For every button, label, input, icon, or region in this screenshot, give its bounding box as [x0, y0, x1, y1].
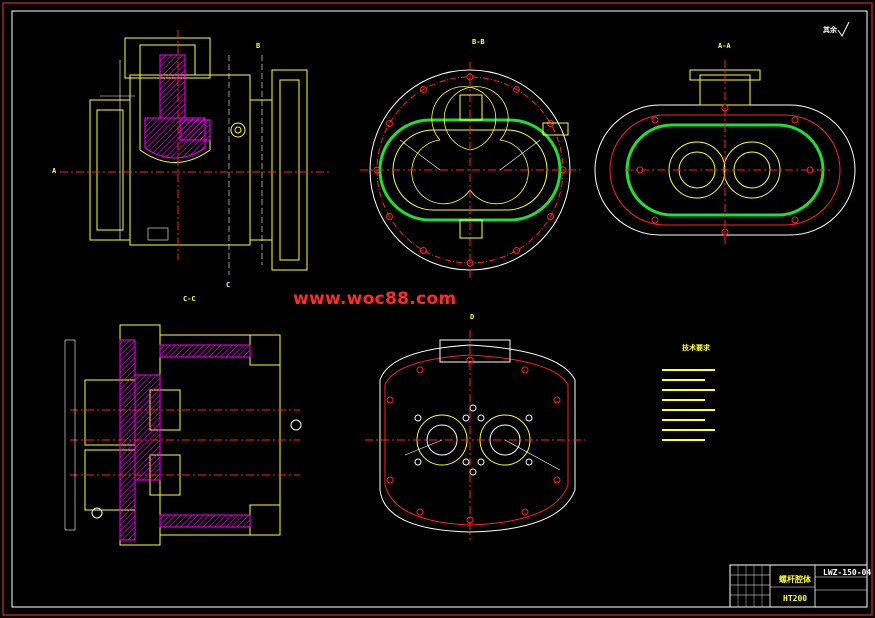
aa-seal	[625, 123, 825, 217]
bb-bolt-hole	[420, 85, 427, 93]
d-bolt-hole	[525, 458, 533, 466]
cc-hatch-top	[159, 344, 251, 358]
title-block-part-name: 螺杆腔体	[779, 575, 811, 584]
side-left-flange	[89, 99, 131, 241]
bb-bolt-hole	[547, 213, 555, 220]
title-block-drawing-number: LWZ-150-04	[823, 568, 872, 577]
d-rim-bolt	[386, 476, 394, 484]
title-block	[729, 564, 868, 608]
aa-bolt-hole	[791, 116, 799, 124]
cc-top-right-boss	[249, 334, 281, 366]
side-hatch-pipe	[159, 54, 186, 119]
cc-dim-bar	[64, 339, 76, 531]
cc-hatch-core	[134, 374, 161, 481]
aa-bolt-hole	[636, 166, 644, 174]
roughness-note: 其余	[823, 26, 837, 34]
d-top-port	[439, 339, 511, 363]
bb-bolt-hole	[420, 247, 427, 255]
roughness-symbol	[837, 21, 850, 37]
view-label-a-a: A-A	[718, 42, 731, 50]
cc-balloon-2	[91, 507, 103, 519]
d-rim-bolt	[521, 366, 529, 374]
d-bolt-hole	[462, 458, 470, 466]
bb-seal-inner	[392, 129, 548, 211]
bb-bolt-hole	[385, 213, 393, 220]
d-rim-bolt	[416, 508, 424, 516]
d-bolt-hole	[477, 414, 485, 422]
cc-balloon-1	[290, 419, 302, 431]
title-block-material: HT200	[783, 594, 808, 603]
d-rim-bolt	[553, 396, 561, 404]
inner-frame	[11, 10, 868, 608]
section-label-a: A	[52, 167, 57, 175]
aa-bolt-hole	[651, 116, 659, 124]
aa-bolt-hole	[721, 104, 729, 112]
d-outer-body	[379, 344, 576, 533]
aa-outer-body	[594, 104, 856, 236]
bb-leader-1	[399, 139, 441, 171]
side-right-flange	[271, 69, 308, 271]
technical-requirements-title: 技术要求	[682, 344, 710, 352]
cut-label-b: B	[256, 42, 261, 50]
side-bolt-hole	[230, 122, 246, 138]
d-leader-1	[404, 439, 443, 456]
aa-bolt-hole	[806, 166, 814, 174]
d-rim-bolt	[553, 476, 561, 484]
aa-bolt-hole	[721, 228, 729, 236]
bb-bolt-hole	[513, 85, 520, 93]
bb-seal-outer	[378, 118, 562, 222]
d-bolt-hole	[414, 414, 422, 422]
view-label-b-b: B-B	[472, 38, 485, 46]
d-rim-bolt	[386, 396, 394, 404]
cc-bottom-right-boss	[249, 504, 281, 536]
watermark: www.woc88.com	[293, 289, 457, 309]
d-bolt-hole	[462, 414, 470, 422]
bb-top-port	[459, 94, 483, 121]
aa-bolt-hole	[651, 216, 659, 224]
d-rim-bolt	[521, 508, 529, 516]
side-roughness-box	[147, 227, 169, 241]
d-bolt-path	[384, 354, 569, 526]
d-bolt-hole	[477, 458, 485, 466]
d-bolt-hole	[469, 404, 477, 412]
d-bolt-hole	[525, 414, 533, 422]
bb-leader-2	[499, 139, 541, 171]
bb-bottom-port	[459, 219, 483, 239]
view-label-d: D	[470, 313, 475, 321]
d-rim-bolt	[416, 366, 424, 374]
side-hatch-web	[179, 119, 211, 141]
d-bolt-hole	[414, 458, 422, 466]
bb-side-boss	[542, 122, 569, 136]
side-curve	[139, 72, 211, 163]
cut-label-c: C	[226, 281, 231, 289]
d-leader-2	[504, 439, 561, 471]
bb-bolt-hole	[513, 247, 520, 255]
cc-hatch-bottom	[159, 514, 251, 528]
side-right-neck	[249, 99, 273, 241]
d-bolt-hole	[469, 468, 477, 476]
bb-figure-eight	[411, 86, 529, 205]
bb-bolt-hole	[385, 120, 393, 127]
side-right-flange-inner	[279, 79, 300, 261]
side-left-flange-inner	[96, 109, 124, 231]
aa-bolt-hole	[791, 216, 799, 224]
view-label-c-c: C-C	[183, 295, 196, 303]
side-bolt-hole-inner	[234, 126, 242, 134]
